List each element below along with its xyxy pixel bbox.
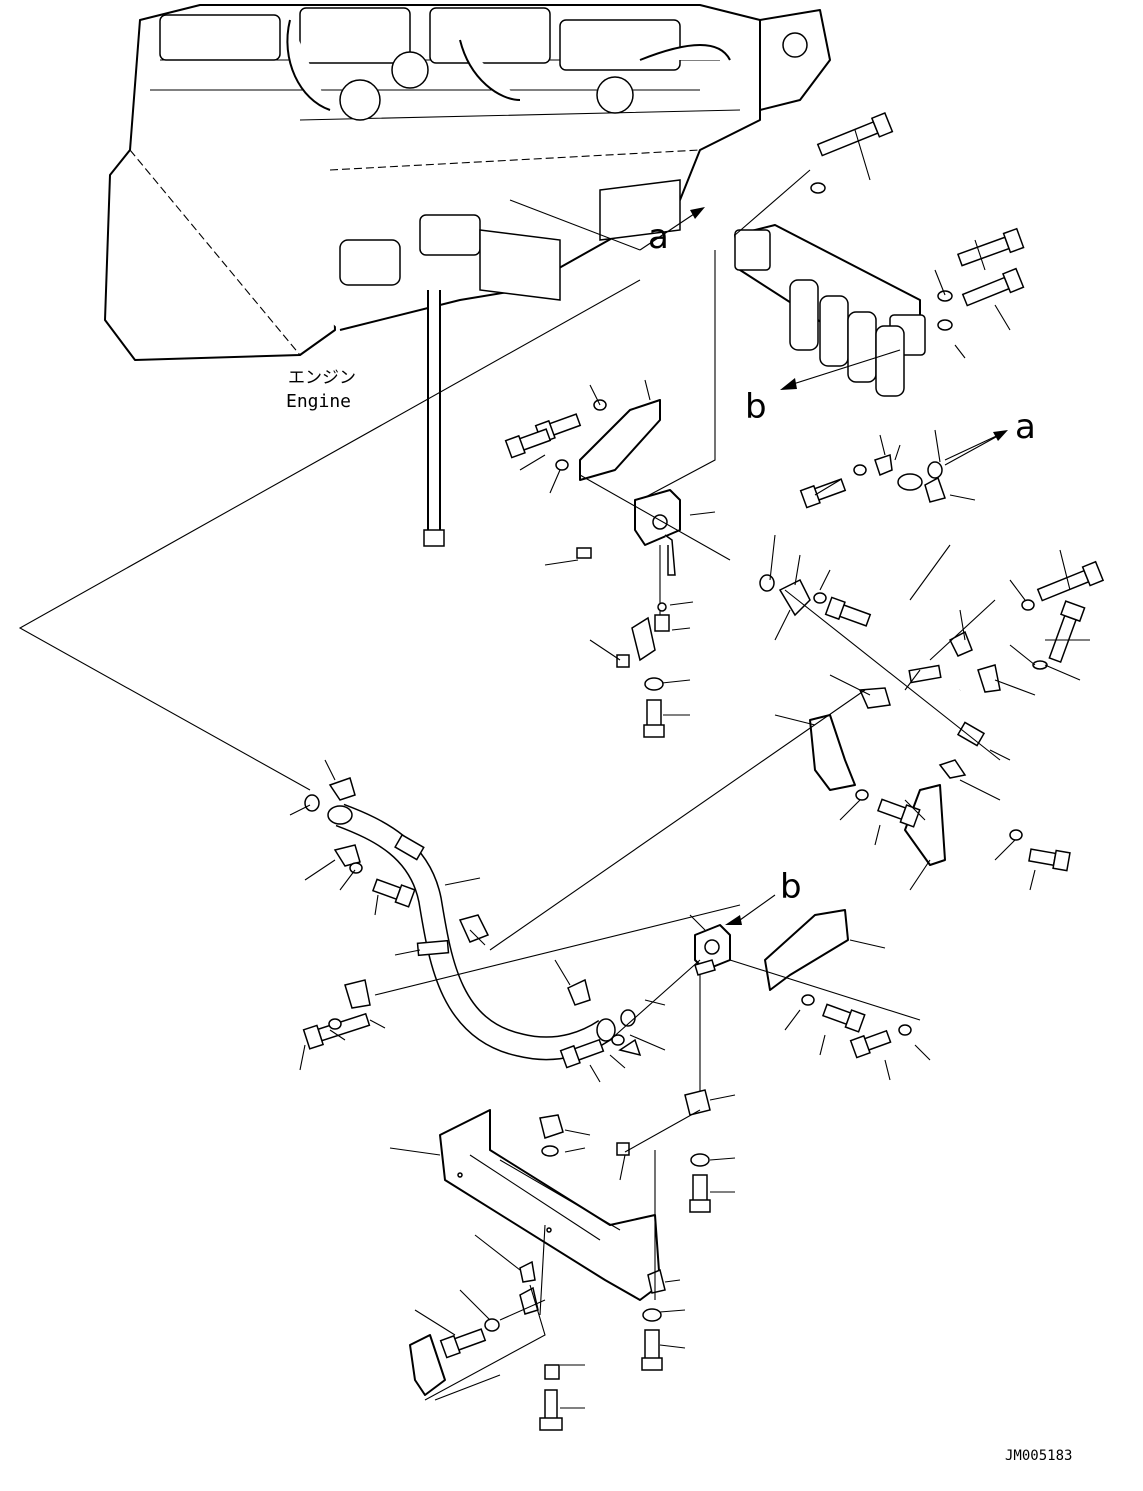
- left-hose-assembly: [289, 759, 741, 1083]
- right-hose-assembly: [489, 429, 1105, 951]
- engine-label-jp: エンジン: [288, 368, 356, 388]
- drawing-code: JM005183: [1005, 1448, 1072, 1464]
- arrow-label-b-top: b: [745, 387, 767, 427]
- filter-manifold: [639, 224, 926, 501]
- arrow-label-a-top: a: [648, 217, 669, 257]
- upper-bracket-assembly: [504, 379, 731, 738]
- arrow-label-b-bottom: b: [780, 867, 802, 907]
- guard-plate-assembly: [389, 1109, 686, 1431]
- bolts-top-right: [734, 112, 1025, 359]
- engine-label-en: Engine: [286, 391, 351, 412]
- lower-bracket-assembly: [609, 894, 931, 1213]
- reference-line-engine: [18, 279, 641, 791]
- engine-assembly: [104, 4, 831, 547]
- arrow-label-a-right: a: [1015, 407, 1036, 447]
